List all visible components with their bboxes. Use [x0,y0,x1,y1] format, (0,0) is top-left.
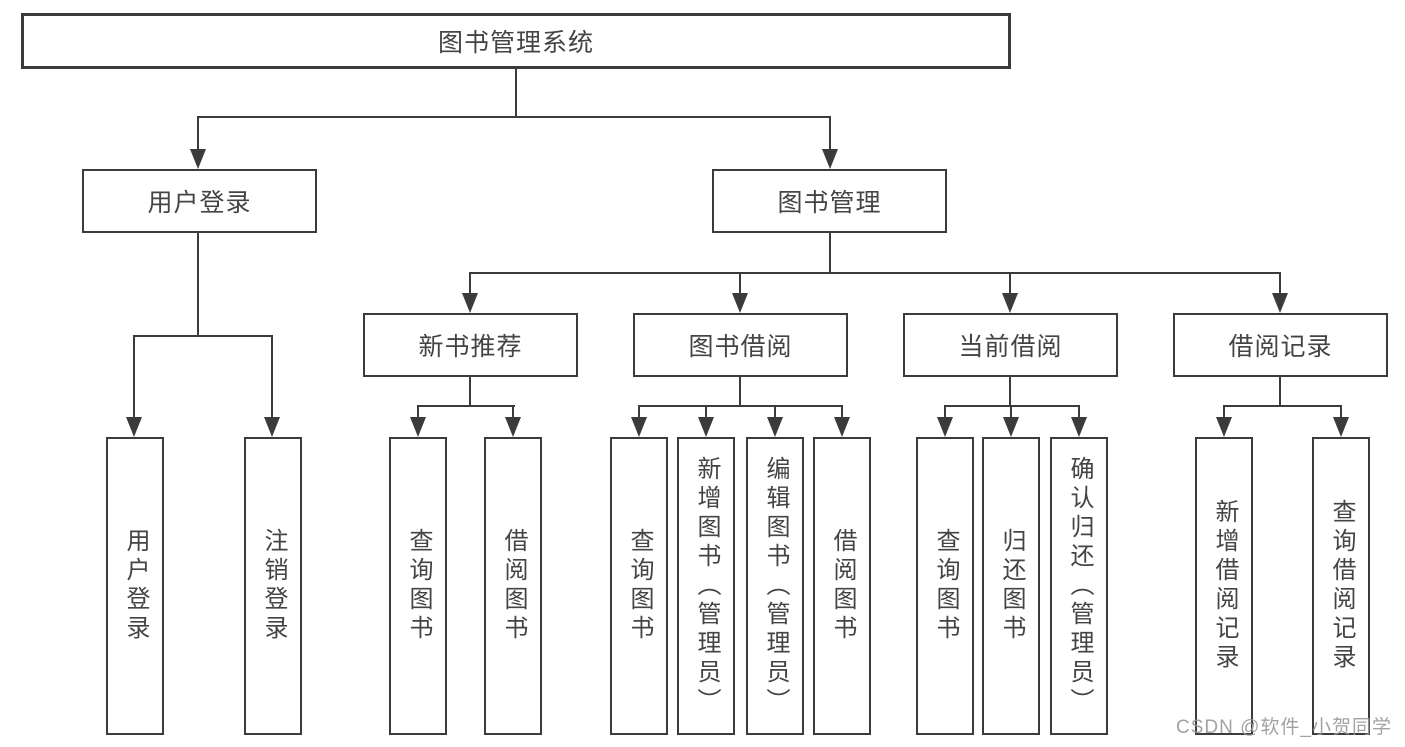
connector-line [515,69,517,118]
connector-line [1078,405,1080,419]
leaf-logout: 注销登录 [244,437,302,735]
connector-line [638,405,640,419]
csdn-watermark: CSDN @软件_小贺同学 [1176,717,1392,738]
node-book-borrowing: 图书借阅 [633,313,848,377]
leaf-nbr-query-books-label: 查询图书 [405,528,432,644]
connector-line [133,335,273,337]
connector-line [417,405,419,419]
leaf-logout-label: 注销登录 [260,528,287,644]
arrow-down-icon [937,417,953,437]
leaf-cb-return-books-label: 归还图书 [998,528,1025,644]
connector-line [469,272,1281,274]
leaf-nbr-query-books: 查询图书 [389,437,447,735]
arrow-down-icon [410,417,426,437]
node-book-management: 图书管理 [712,169,947,233]
arrow-down-icon [631,417,647,437]
leaf-bb-add-books-admin-label: 新增图书（管理员） [693,455,720,717]
node-current-borrowing: 当前借阅 [903,313,1118,377]
connector-line [469,377,471,407]
connector-line [1279,272,1281,295]
connector-line [829,233,831,274]
arrow-down-icon [1333,417,1349,437]
connector-line [133,335,135,419]
arrow-down-icon [1003,417,1019,437]
node-book-borrowing-label: 图书借阅 [688,333,793,361]
arrow-down-icon [462,293,478,313]
arrow-down-icon [505,417,521,437]
arrow-down-icon [732,293,748,313]
connector-line [1340,405,1342,419]
root-node-library-system: 图书管理系统 [21,13,1011,69]
connector-line [469,272,471,295]
leaf-bb-query-books-label: 查询图书 [626,528,653,644]
arrow-down-icon [264,417,280,437]
connector-line [739,377,741,407]
arrow-down-icon [190,149,206,169]
connector-line [1009,272,1011,295]
connector-line [197,233,199,337]
leaf-nbr-borrow-books: 借阅图书 [484,437,542,735]
connector-line [271,335,273,419]
arrow-down-icon [834,417,850,437]
node-borrowing-records: 借阅记录 [1173,313,1388,377]
node-borrowing-records-label: 借阅记录 [1228,333,1333,361]
connector-line [1279,377,1281,407]
connector-line [1010,405,1012,419]
node-new-book-recommend: 新书推荐 [363,313,578,377]
connector-line [841,405,843,419]
leaf-cb-confirm-return-admin: 确认归还（管理员） [1050,437,1108,735]
connector-line [829,116,831,151]
leaf-bb-borrow-books-label: 借阅图书 [829,528,856,644]
leaf-cb-return-books: 归还图书 [982,437,1040,735]
connector-line [739,272,741,295]
leaf-bb-add-books-admin: 新增图书（管理员） [677,437,735,735]
arrow-down-icon [1272,293,1288,313]
arrow-down-icon [767,417,783,437]
leaf-user-login-label: 用户登录 [122,528,149,644]
arrow-down-icon [1002,293,1018,313]
leaf-cb-query-books-label: 查询图书 [932,528,959,644]
leaf-bb-edit-books-admin: 编辑图书（管理员） [746,437,804,735]
root-node-label: 图书管理系统 [437,29,594,57]
connector-line [638,405,843,407]
arrow-down-icon [1071,417,1087,437]
leaf-br-query-record-label: 查询借阅记录 [1328,499,1355,673]
leaf-cb-confirm-return-admin-label: 确认归还（管理员） [1066,455,1093,717]
node-user-login-label: 用户登录 [147,189,252,217]
node-new-book-recommend-label: 新书推荐 [418,333,523,361]
connector-line [705,405,707,419]
connector-line [197,116,831,118]
node-current-borrowing-label: 当前借阅 [958,333,1063,361]
connector-line [1223,405,1342,407]
leaf-br-add-record-label: 新增借阅记录 [1211,499,1238,673]
leaf-bb-borrow-books: 借阅图书 [813,437,871,735]
connector-line [512,405,514,419]
connector-line [417,405,515,407]
leaf-bb-query-books: 查询图书 [610,437,668,735]
leaf-br-add-record: 新增借阅记录 [1195,437,1253,735]
arrow-down-icon [698,417,714,437]
leaf-cb-query-books: 查询图书 [916,437,974,735]
leaf-br-query-record: 查询借阅记录 [1312,437,1370,735]
connector-line [197,116,199,151]
arrow-down-icon [1216,417,1232,437]
arrow-down-icon [126,417,142,437]
leaf-bb-edit-books-admin-label: 编辑图书（管理员） [762,455,789,717]
connector-line [944,405,1080,407]
leaf-user-login: 用户登录 [106,437,164,735]
node-user-login: 用户登录 [82,169,317,233]
connector-line [1009,377,1011,407]
connector-line [774,405,776,419]
arrow-down-icon [822,149,838,169]
connector-line [944,405,946,419]
node-book-management-label: 图书管理 [777,189,882,217]
connector-line [1223,405,1225,419]
leaf-nbr-borrow-books-label: 借阅图书 [500,528,527,644]
